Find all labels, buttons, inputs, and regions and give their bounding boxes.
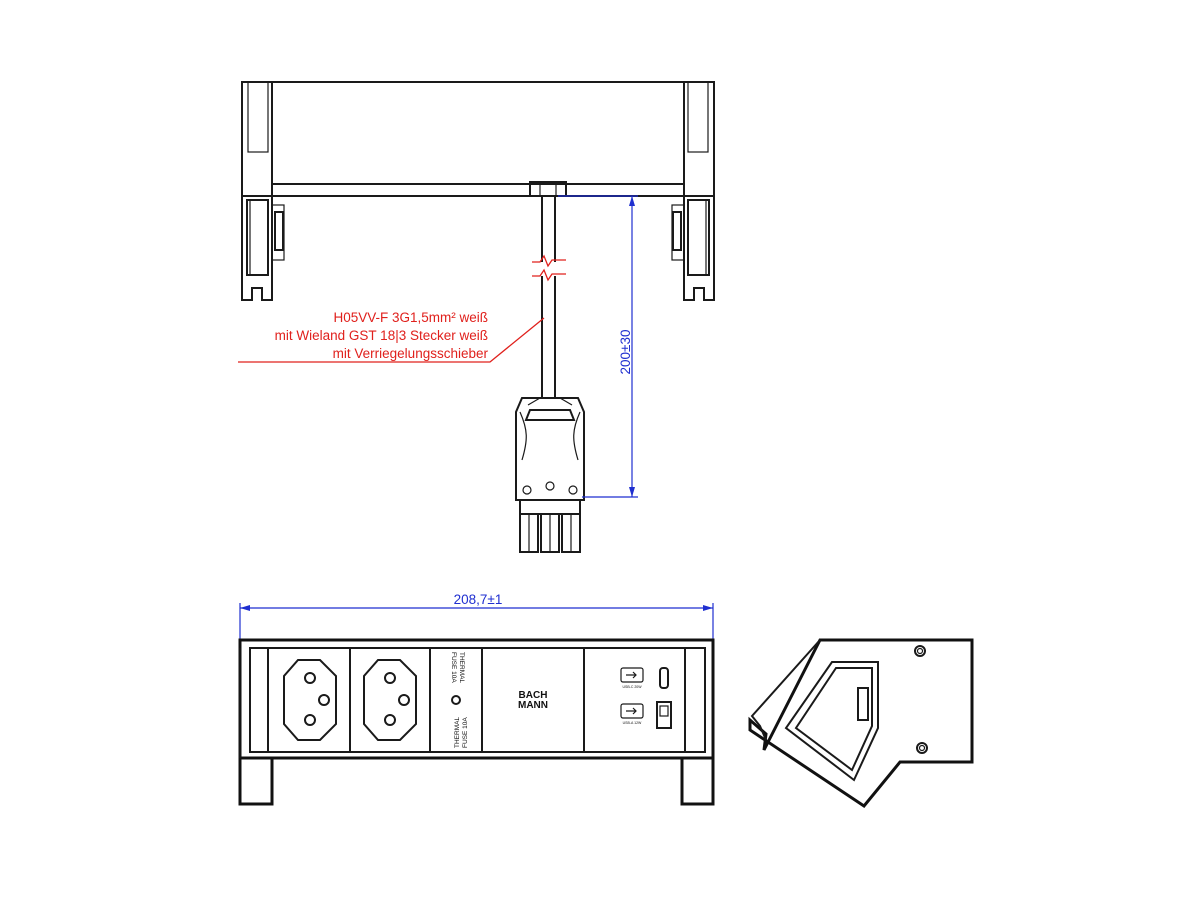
housing-top (271, 81, 685, 185)
usb-c-port (659, 667, 669, 689)
cable-note-line2: mit Wieland GST 18|3 Stecker weiß (275, 328, 488, 343)
break-mark-lower (532, 268, 566, 282)
usb-c-label: USB-C 20W (622, 685, 642, 689)
cable-gland (529, 181, 567, 197)
side-clamp (857, 687, 869, 721)
logo-module: BACH MANN (518, 690, 548, 711)
cable-note-line1: H05VV-F 3G1,5mm² weiß (333, 310, 488, 325)
front-view: 208,7±1 THER (238, 592, 715, 806)
top-view: 200±30 H05VV-F 3G1,5mm² weiß mit Wieland… (238, 81, 715, 553)
usb-a-label: USB-A 12W (623, 721, 642, 725)
cable-note-line3: mit Verriegelungsschieber (333, 346, 489, 361)
left-clamp (241, 81, 285, 301)
dimension-label-width: 208,7±1 (454, 592, 503, 607)
swiss-socket-1 (283, 659, 337, 741)
cable (532, 196, 566, 398)
left-foot (238, 756, 274, 806)
side-view (748, 638, 974, 809)
screw-bottom (916, 742, 928, 754)
dimension-cable-length: 200±30 (558, 195, 638, 498)
swiss-socket-2 (363, 659, 417, 741)
fuse-label-top-b: FUSE 10A (450, 652, 457, 683)
screw-top (914, 645, 926, 657)
dimension-width: 208,7±1 (239, 592, 714, 640)
right-clamp (671, 81, 715, 301)
logo-line2: MANN (518, 700, 548, 711)
side-profile-inner (784, 661, 879, 782)
thermal-fuse-module: THERMAL FUSE 10A THERMAL FUSE 10A (450, 652, 469, 748)
dimension-label-cable: 200±30 (618, 330, 633, 375)
fuse-reset-button (451, 695, 461, 705)
usb-c-charge-icon (620, 667, 644, 683)
fuse-label-bottom-b: FUSE 10A (462, 717, 469, 748)
fuse-label-bottom-a: THERMAL (454, 717, 461, 748)
break-mark-upper (532, 254, 566, 268)
right-foot (680, 756, 715, 806)
usb-a-charge-icon (620, 703, 644, 719)
cable-annotation: H05VV-F 3G1,5mm² weiß mit Wieland GST 18… (238, 310, 545, 363)
wieland-connector (515, 397, 585, 553)
fuse-label-top-a: THERMAL (458, 652, 465, 683)
logo-line1: BACH (519, 690, 548, 701)
usb-a-port (656, 701, 672, 729)
usb-charger-module: USB-C 20W USB-A 12W (620, 667, 672, 729)
